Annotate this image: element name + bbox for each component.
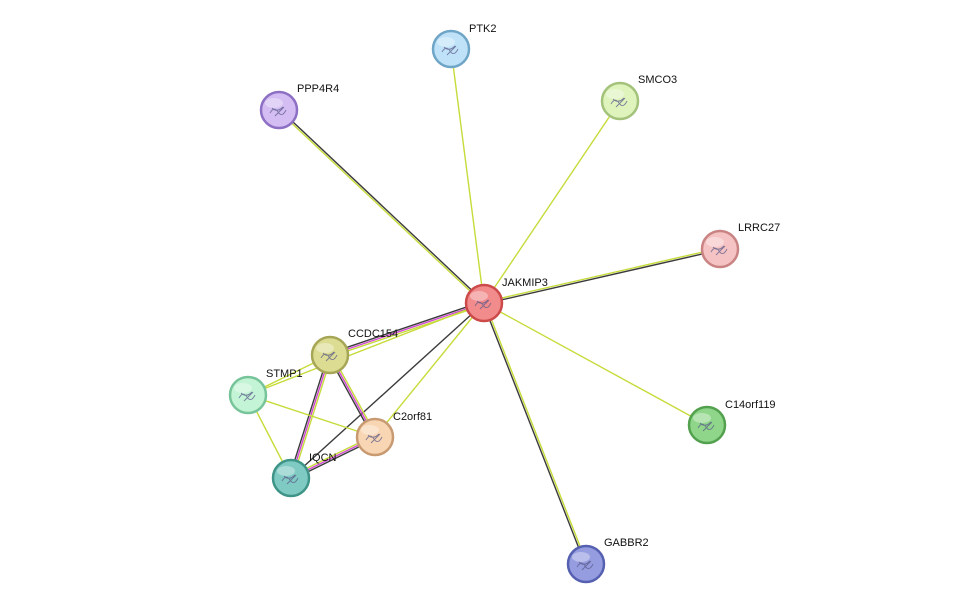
edge-strand-textmining	[484, 302, 588, 564]
node-stmp1[interactable]	[228, 375, 268, 415]
edge-JAKMIP3-STMP1[interactable]	[247, 302, 485, 396]
edge-strand-coexpression	[290, 302, 485, 479]
edge-JAKMIP3-PPP4R4[interactable]	[277, 108, 486, 305]
edge-JAKMIP3-IQCN[interactable]	[290, 302, 485, 479]
node-label-iqcn: IQCN	[309, 452, 337, 464]
node-highlight	[316, 343, 334, 353]
node-c14orf119[interactable]	[687, 405, 727, 445]
node-highlight	[693, 413, 711, 423]
edge-JAKMIP3-SMCO3[interactable]	[483, 100, 621, 304]
protein-structure-icon	[610, 97, 628, 108]
node-smco3[interactable]	[600, 81, 640, 121]
node-label-ccdc154: CCDC154	[348, 328, 398, 340]
protein-structure-icon	[710, 245, 728, 256]
edge-strand-experiments	[329, 302, 485, 356]
edge-strand-experiments	[290, 354, 331, 479]
edge-strand-textmining	[247, 394, 376, 438]
node-iqcn[interactable]	[271, 458, 311, 498]
protein-structure-icon	[238, 391, 256, 402]
edge-strand-textmining	[247, 302, 485, 396]
protein-structure-icon	[441, 45, 459, 56]
edge-strand-textmining	[277, 110, 484, 305]
protein-structure-icon	[576, 560, 594, 571]
node-label-smco3: SMCO3	[638, 74, 677, 86]
node-label-ptk2: PTK2	[469, 23, 497, 35]
edge-strand-coexpression	[279, 108, 486, 303]
node-c2orf81[interactable]	[355, 417, 395, 457]
node-highlight	[706, 237, 724, 247]
protein-structure-icon	[697, 421, 715, 432]
protein-structure-icon	[474, 299, 492, 310]
edge-strand-textmining	[450, 48, 485, 304]
edge-JAKMIP3-GABBR2[interactable]	[482, 302, 588, 565]
labels-layer: JAKMIP3 PTK2SMCO3PPP4R4LRRC27CCDC154STMP1…	[266, 23, 780, 549]
edge-JAKMIP3-C14orf119[interactable]	[483, 302, 708, 426]
protein-structure-icon	[281, 474, 299, 485]
node-label-lrrc27: LRRC27	[738, 222, 780, 234]
edge-CCDC154-IQCN[interactable]	[288, 354, 333, 479]
node-lrrc27[interactable]	[700, 229, 740, 269]
node-label-gabbr2: GABBR2	[604, 537, 649, 549]
node-highlight	[277, 466, 295, 476]
protein-structure-icon	[269, 106, 287, 117]
node-ppp4r4[interactable]	[259, 90, 299, 130]
edge-JAKMIP3-PTK2[interactable]	[450, 48, 485, 304]
edge-strand-textmining	[483, 302, 708, 426]
node-label-c2orf81: C2orf81	[393, 411, 432, 423]
edge-strand-textmining	[292, 355, 333, 479]
node-label-c14orf119: C14orf119	[725, 399, 776, 411]
edge-strand-coexpression	[329, 300, 484, 354]
node-gabbr2[interactable]	[566, 544, 606, 584]
protein-structure-icon	[365, 433, 383, 444]
node-highlight	[572, 552, 590, 562]
node-jakmip3[interactable]	[464, 283, 504, 323]
node-ccdc154[interactable]	[310, 335, 350, 375]
edge-strand-coexpression	[482, 303, 586, 565]
edge-JAKMIP3-LRRC27[interactable]	[483, 247, 721, 305]
edge-strand-coexpression	[484, 249, 721, 305]
protein-structure-icon	[320, 351, 338, 362]
node-highlight	[606, 89, 624, 99]
node-ptk2[interactable]	[431, 29, 471, 69]
node-highlight	[437, 37, 455, 47]
edge-strand-textmining	[374, 302, 485, 438]
node-highlight	[265, 98, 283, 108]
node-highlight	[234, 383, 252, 393]
edge-strand-textmining	[483, 100, 621, 304]
nodes-layer	[228, 29, 740, 584]
node-label-stmp1: STMP1	[266, 368, 303, 380]
edge-strand-textmining	[483, 247, 720, 303]
node-label-jakmip3: JAKMIP3	[502, 277, 548, 289]
edge-JAKMIP3-C2orf81[interactable]	[374, 302, 485, 438]
edge-strand-coexpression	[288, 354, 329, 478]
node-highlight	[470, 291, 488, 301]
edge-STMP1-C2orf81[interactable]	[247, 394, 376, 438]
node-highlight	[361, 425, 379, 435]
node-label-ppp4r4: PPP4R4	[297, 83, 339, 95]
